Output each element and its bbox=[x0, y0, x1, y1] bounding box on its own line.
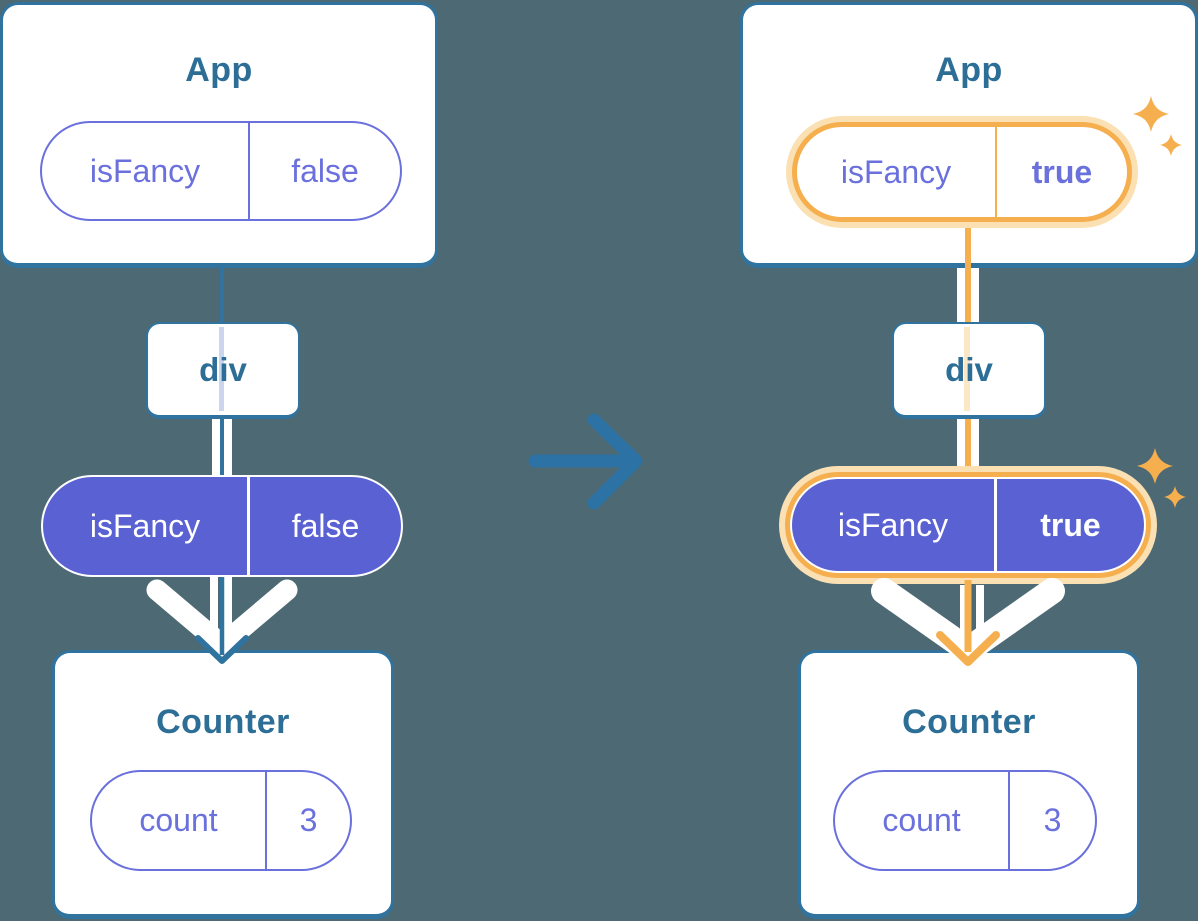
prop-pill-isfancy-true: isFancy true bbox=[792, 122, 1132, 222]
state-value: 3 bbox=[299, 802, 318, 838]
pipe-line bbox=[957, 419, 965, 467]
app-box-before: App isFancy false bbox=[0, 2, 438, 268]
passed-prop-pill-false: isFancy false bbox=[41, 475, 403, 577]
connector-app-div-before bbox=[220, 268, 224, 322]
prop-name: isFancy bbox=[797, 127, 997, 217]
state-value: 3 bbox=[1043, 802, 1062, 838]
prop-value: false bbox=[291, 152, 359, 189]
pipe-line bbox=[971, 268, 979, 322]
state-pill-count: count 3 bbox=[90, 770, 352, 871]
prop-name: isFancy bbox=[43, 477, 250, 575]
arrow-down-icon bbox=[871, 578, 1065, 666]
prop-name: isFancy bbox=[42, 123, 250, 219]
connector-app-div-after bbox=[957, 268, 979, 322]
counter-title: Counter bbox=[156, 703, 290, 741]
prop-name: isFancy bbox=[792, 479, 997, 571]
sparkles-icon bbox=[1137, 448, 1186, 508]
arrow-down-icon bbox=[146, 577, 298, 664]
state-line bbox=[220, 419, 224, 476]
connector-div-pill-after bbox=[957, 419, 979, 467]
pipe-line bbox=[957, 268, 965, 322]
passed-prop-pill-true: isFancy true bbox=[790, 477, 1146, 573]
div-label: div bbox=[199, 350, 247, 388]
state-line bbox=[965, 419, 971, 467]
app-title: App bbox=[935, 51, 1003, 89]
state-name: count bbox=[92, 772, 267, 869]
prop-passthrough-line bbox=[219, 327, 224, 411]
div-box-before: div bbox=[146, 322, 300, 419]
pipe-line bbox=[212, 419, 220, 476]
state-line bbox=[965, 268, 971, 322]
app-title: App bbox=[185, 51, 253, 89]
prop-passthrough-line bbox=[964, 327, 970, 411]
prop-pill-isfancy-false: isFancy false bbox=[40, 121, 402, 221]
pipe-line bbox=[224, 419, 232, 476]
counter-box-after: Counter count 3 bbox=[798, 650, 1140, 919]
app-box-after: App isFancy true bbox=[740, 2, 1198, 268]
div-box-after: div bbox=[892, 322, 1046, 419]
prop-value: false bbox=[291, 507, 360, 544]
state-name: count bbox=[835, 772, 1010, 869]
counter-title: Counter bbox=[902, 703, 1036, 741]
state-pill-count: count 3 bbox=[833, 770, 1097, 871]
prop-value: true bbox=[1040, 506, 1101, 543]
div-label: div bbox=[945, 350, 993, 388]
arrow-right-icon bbox=[528, 413, 643, 510]
connector-div-pill-before bbox=[212, 419, 232, 476]
state-line-orange bbox=[965, 223, 971, 268]
pipe-line bbox=[971, 419, 979, 467]
counter-box-before: Counter count 3 bbox=[52, 650, 394, 919]
sparkles-icon bbox=[1133, 96, 1182, 156]
prop-value: true bbox=[1031, 153, 1093, 190]
